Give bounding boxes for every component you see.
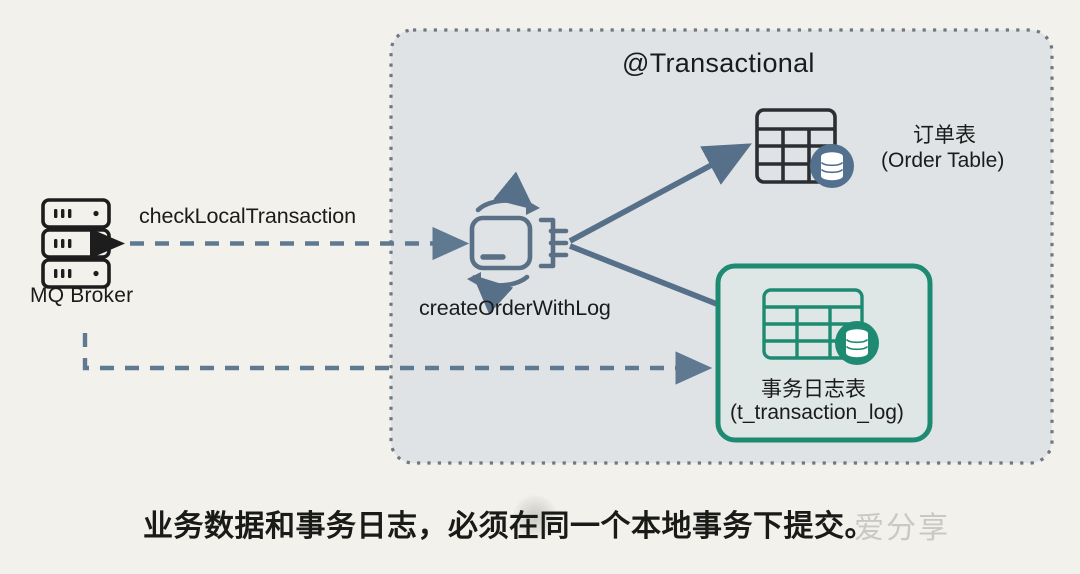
edge-broker-to-transaction-log — [82, 333, 713, 385]
transaction-process-icon — [469, 215, 569, 271]
server-stack-icon-dots — [54, 209, 99, 278]
transaction-log-container — [715, 263, 933, 443]
transaction-process-icon-cycle-heads — [467, 200, 540, 287]
watermark-text: 爱分享 — [854, 512, 950, 545]
transaction-log-label-en: (t_transaction_log) — [730, 401, 904, 424]
caption-text: 业务数据和事务日志，必须在同一个本地事务下提交。 — [143, 510, 875, 543]
transactional-title: @Transactional — [622, 48, 815, 78]
watermark-blob — [513, 495, 557, 539]
mq-broker-label: MQ Broker — [30, 284, 134, 307]
order-table-database-badge — [810, 144, 854, 188]
transaction-log-label-cn: 事务日志表 — [761, 378, 866, 401]
edge-service-to-order-table — [568, 143, 752, 244]
service-label: createOrderWithLog — [419, 296, 611, 320]
order-table-label-cn: 订单表 — [913, 124, 976, 147]
order-table-label-en: (Order Table) — [881, 149, 1005, 172]
transaction-log-database-badge — [835, 321, 879, 365]
edge-label-check-local-transaction: checkLocalTransaction — [139, 204, 356, 228]
server-stack-icon — [41, 198, 111, 289]
